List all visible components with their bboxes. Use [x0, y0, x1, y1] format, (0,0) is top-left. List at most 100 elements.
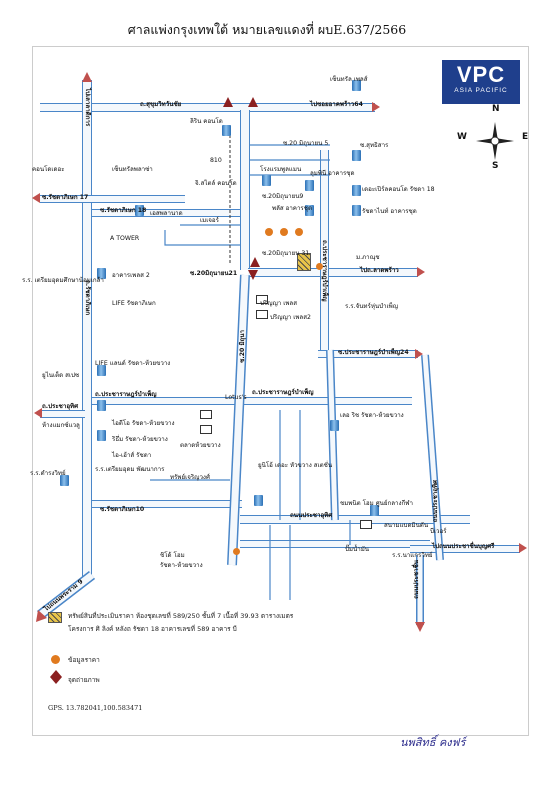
label-home-pro: ทรัพย์เจริญวงศ์	[170, 474, 210, 481]
legend-line-4: จุดถ่ายภาพ	[68, 676, 100, 684]
label-rhythm: ริธึ่ม รัชดา-ห้วยขวาง	[112, 436, 168, 443]
label-soi-20-5: ซ.20 มิถุนายน 5	[283, 140, 329, 147]
label-ratchada-night: รัชดาไนท์ อาคารชุด	[362, 208, 417, 215]
map-frame	[32, 46, 529, 736]
logo-sub: ASIA PACIFIC	[454, 87, 508, 94]
label-ratchada-place: เลอ ริช รัชดา-ห้วยขวาง	[340, 412, 404, 419]
label-cafe: ยูนิโอ้ เดอะ หัวขวาง สเตชั่น	[258, 462, 333, 469]
label-kasem: ชมพนิต โฮม ศูนย์กลางกีฬา	[340, 500, 413, 507]
label-ratchada-17: ซ.รัชดาภิเษก 17	[42, 194, 89, 201]
building-icon	[256, 310, 268, 319]
label-tops: บีเวอร์	[430, 528, 447, 535]
building-icon	[256, 295, 268, 304]
road-sukhumvit-top	[40, 103, 375, 112]
road-ratchada-18	[92, 209, 242, 217]
legend-photo-icon	[50, 670, 62, 684]
label-810: 810	[210, 157, 222, 164]
label-major: เมเจอร์	[200, 217, 219, 224]
label-school-2: ร.ร.ดำรงวิทย์	[30, 470, 66, 477]
road-soi-20-upper	[240, 110, 250, 270]
condo-icon	[305, 205, 314, 216]
building-icon	[360, 520, 372, 529]
label-s-city: จิ.สไตล์ คอนโด	[195, 180, 237, 187]
label-pracha-24: ซ.ประชาราษฎร์บำเพ็ญ24	[338, 349, 409, 356]
label-central-plaza: เซ็นทรัลพลาซ่า	[112, 166, 153, 173]
label-market-3: ปั๊มน้ำมัน	[345, 546, 370, 553]
central-icon	[352, 80, 361, 91]
gps-coordinates: GPS. 13.782041,100.583471	[48, 704, 143, 712]
label-to-outer: ไปเลาลาดิการ	[84, 88, 91, 127]
compass-n: N	[492, 104, 500, 114]
label-pracharat-a: ปริญญา เพลส	[260, 300, 297, 307]
building-icon	[200, 410, 212, 419]
condo-1-icon	[222, 125, 231, 136]
label-condo-4: พลัส อาคารชุด	[272, 205, 312, 212]
price-info-dot-5	[233, 548, 240, 555]
legend-line-1: ทรัพย์สินที่ประเมินราคา ห้องชุดเลขที่ 58…	[68, 612, 294, 620]
label-life-ratchada: LIFE รัชดาภิเษก	[112, 300, 156, 307]
vpc-logo: VPC ASIA PACIFIC	[442, 60, 520, 104]
label-life-huai: LIFE แลนด์ รัชดา-ห้วยขวาง	[95, 360, 171, 367]
condo-icon	[97, 430, 106, 441]
road-ratchada-17	[40, 195, 185, 203]
legend-price-icon	[51, 655, 60, 664]
label-ratchada-18b: เดอะเปิร์ลคอนโด รัชดา 18	[362, 186, 435, 193]
label-sky-walk: ยูไนเต็ด สเปซ	[42, 372, 80, 379]
compass-rose-icon	[476, 122, 514, 160]
legend-line-2: โครงการ ศิ ลิงค์ หลังถ รัชดา 18 อาคารเลข…	[68, 625, 237, 633]
road-pracha-24	[318, 350, 418, 358]
label-police: ห้างแมกซ์แวลู	[42, 422, 80, 429]
legend-line-3: ข้อมูลราคา	[68, 656, 100, 664]
legend-subject-icon	[48, 612, 62, 623]
building-icon	[200, 425, 212, 434]
condo-icon	[97, 400, 106, 411]
label-to-srinakarin: ไปซอยอาคพร้าว64	[310, 101, 363, 108]
label-a-tower: A TOWER	[110, 235, 140, 242]
label-idea-mix: ชิโด้ โฮม	[160, 552, 185, 559]
condo-icon	[352, 185, 361, 196]
label-soi-20-31: ซ.20มิถุนายน 31	[262, 250, 310, 257]
label-to-pracha-chuen: ไปถนนประชาชื่นบุญศรี	[432, 543, 495, 550]
label-sutthisan: ซ.สุทธิสาร	[360, 142, 389, 149]
logo-main: VPC	[456, 62, 506, 87]
road-pracha-uthit-h	[240, 515, 470, 524]
label-condo-6: คอนโดเดอะ	[32, 166, 65, 173]
compass-e: E	[522, 132, 529, 142]
price-info-dot-3	[295, 228, 303, 236]
map-title: ศาลแพ่งกรุงเทพใต้ หมายเลขแดงที่ ผบE.637/…	[127, 22, 407, 37]
label-elegance: สนามแบดมินตัน	[384, 522, 429, 529]
label-ratchada-18: ซ.รัชดาภิเษก 18	[100, 207, 147, 214]
label-hotel: โรงแรมพูลแมน	[260, 166, 302, 173]
road-pracharat-v	[320, 150, 329, 350]
road-pracharat-mid	[92, 397, 412, 405]
road-left-branch	[40, 410, 85, 418]
condo-icon	[330, 420, 339, 431]
label-condo-7: อาคารเพลส 2	[112, 272, 150, 279]
label-school-6: ร.ร.นาแกรวิทย์	[392, 552, 433, 559]
condo-icon	[352, 150, 361, 161]
label-huai-khwang-stn: รัชดา-ห้วยขวาง	[160, 562, 203, 569]
label-ratchadaphisek: ถ.รัชดาภิเษก	[84, 280, 91, 316]
road-to-ladprao	[248, 268, 418, 277]
signature: นพสิทธิ์ คงฟร์	[400, 736, 466, 749]
condo-icon	[97, 365, 106, 376]
label-condo-1: ลิริน คอนโด	[190, 118, 223, 125]
condo-icon	[352, 205, 361, 216]
label-ideo: ไอดีโอ รัชดา-ห้วยขวาง	[112, 420, 175, 427]
label-lotus: Lotus's	[225, 394, 247, 401]
compass-s: S	[492, 161, 499, 171]
compass-w: W	[457, 132, 467, 142]
label-central: เซ็นทรัล เพลส์	[330, 76, 368, 83]
label-pracha-left: ถ.ประชาอุทิศ	[42, 403, 79, 410]
label-pracha-chuen-v: ถนนประชาชื่น	[413, 560, 420, 599]
label-pracha-uthit-v: ถนนประชาอุทิศ	[432, 480, 439, 523]
label-school-3: ร.ร.เตรียมอุดม พัฒนาการ	[95, 466, 165, 473]
label-esplanade: เอสพลานาด	[150, 210, 183, 217]
road-ratchadaphisek	[82, 80, 92, 580]
label-school-1: ร.ร. เตรียมอุดมศึกษาน้อมเกล้า	[22, 277, 104, 284]
price-info-dot	[265, 228, 273, 236]
label-school-4: ร.ร.จันทร์หุ่นบำเพ็ญ	[345, 303, 399, 310]
